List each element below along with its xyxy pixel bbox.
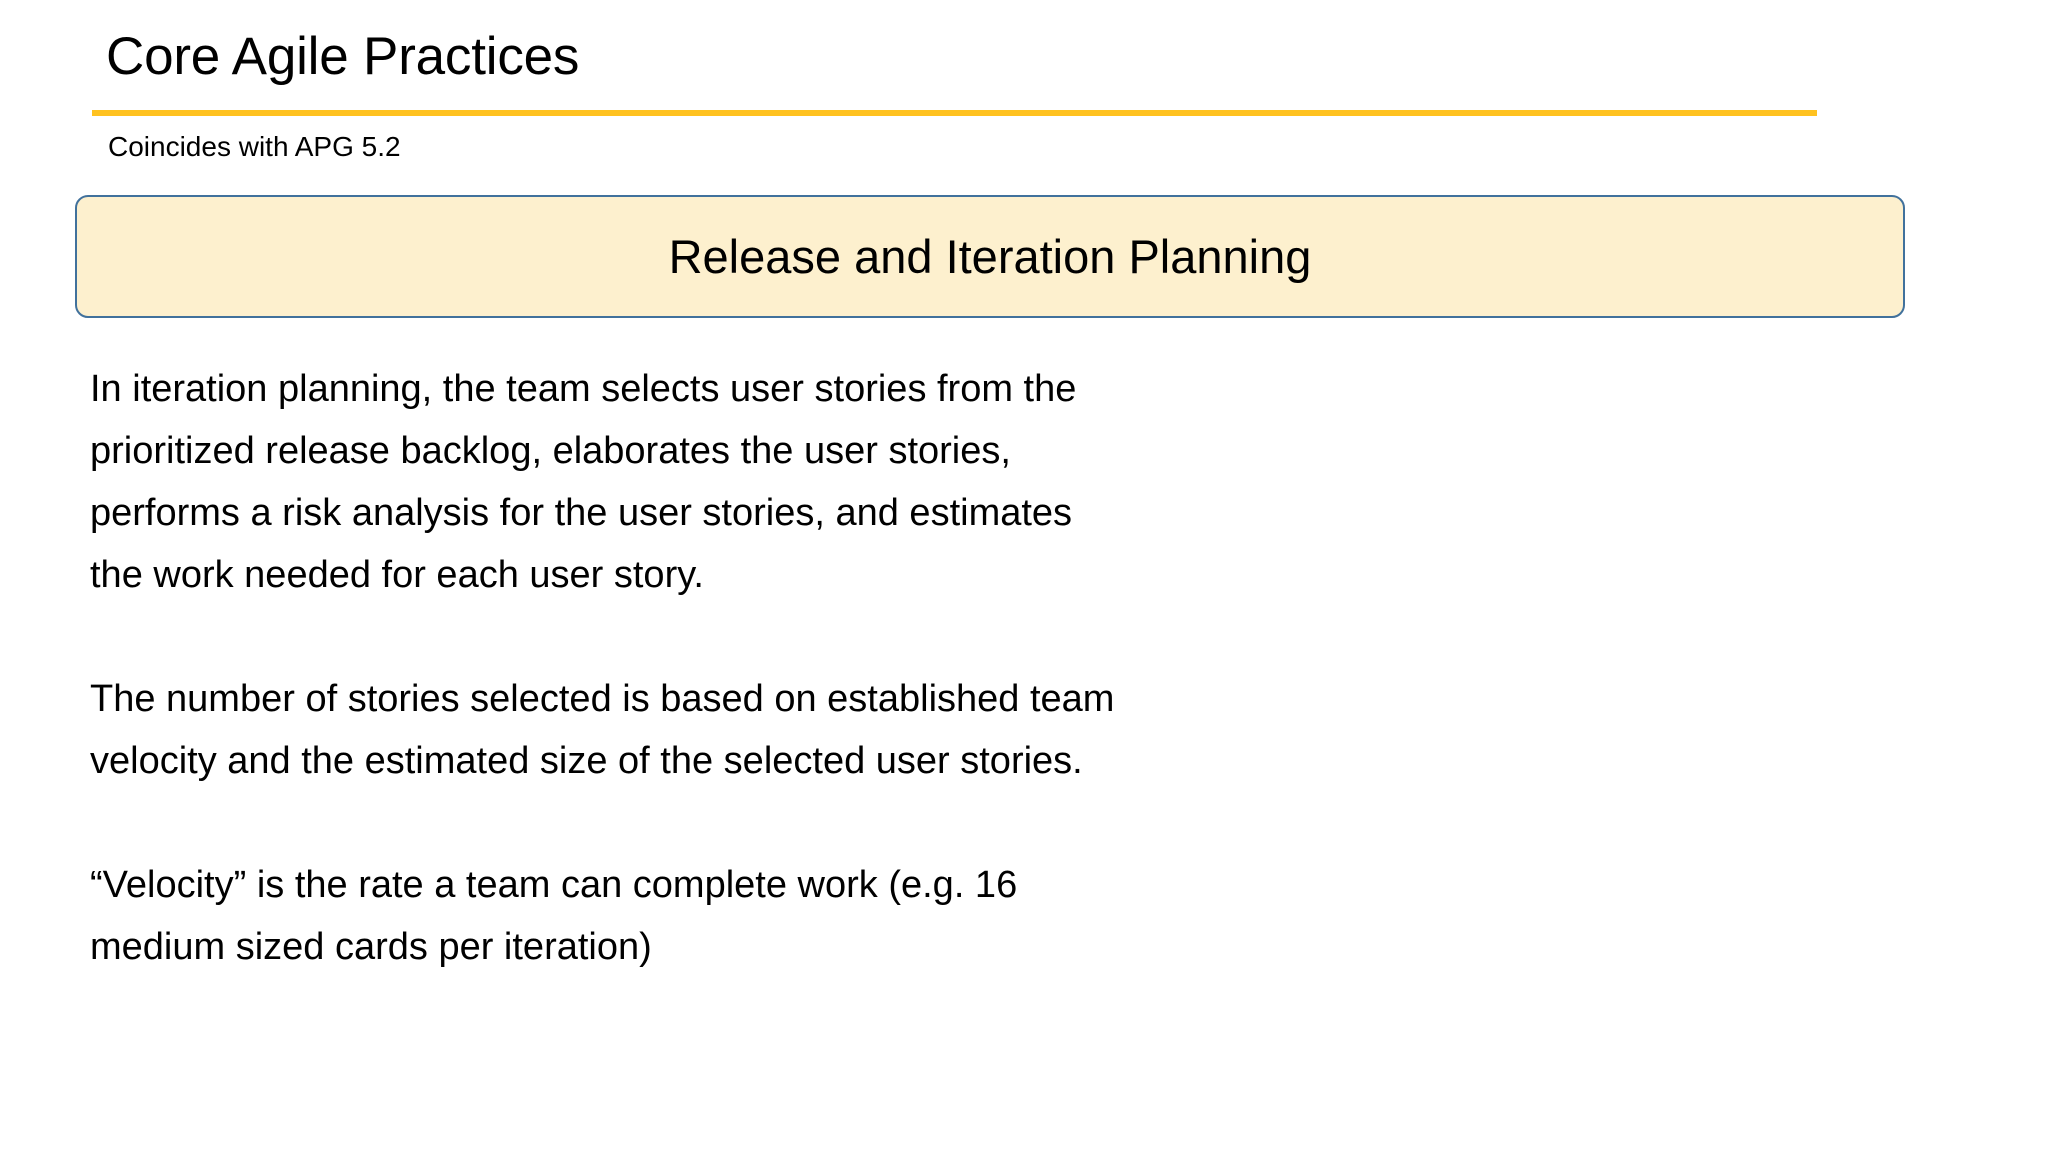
paragraph-line: The number of stories selected is based … (90, 678, 1115, 720)
section-banner-label: Release and Iteration Planning (668, 229, 1312, 283)
page-subtitle: Coincides with APG 5.2 (108, 131, 401, 162)
body-paragraph: The number of stories selected is based … (90, 668, 1490, 792)
paragraph-line: In iteration planning, the team selects … (90, 368, 1077, 410)
paragraph-line: velocity and the estimated size of the s… (90, 740, 1083, 782)
paragraph-line: the work needed for each user story. (90, 554, 704, 596)
body-paragraph: “Velocity” is the rate a team can comple… (90, 854, 1490, 978)
title-underline-rule (92, 110, 1817, 116)
paragraph-line: performs a risk analysis for the user st… (90, 492, 1073, 534)
section-banner: Release and Iteration Planning (75, 195, 1905, 318)
paragraph-line: medium sized cards per iteration) (90, 926, 652, 968)
paragraph-line: prioritized release backlog, elaborates … (90, 430, 1011, 472)
body-paragraph: In iteration planning, the team selects … (90, 358, 1490, 606)
body-content: In iteration planning, the team selects … (90, 358, 1490, 978)
paragraph-line: “Velocity” is the rate a team can comple… (90, 864, 1018, 906)
page-title: Core Agile Practices (106, 27, 580, 86)
